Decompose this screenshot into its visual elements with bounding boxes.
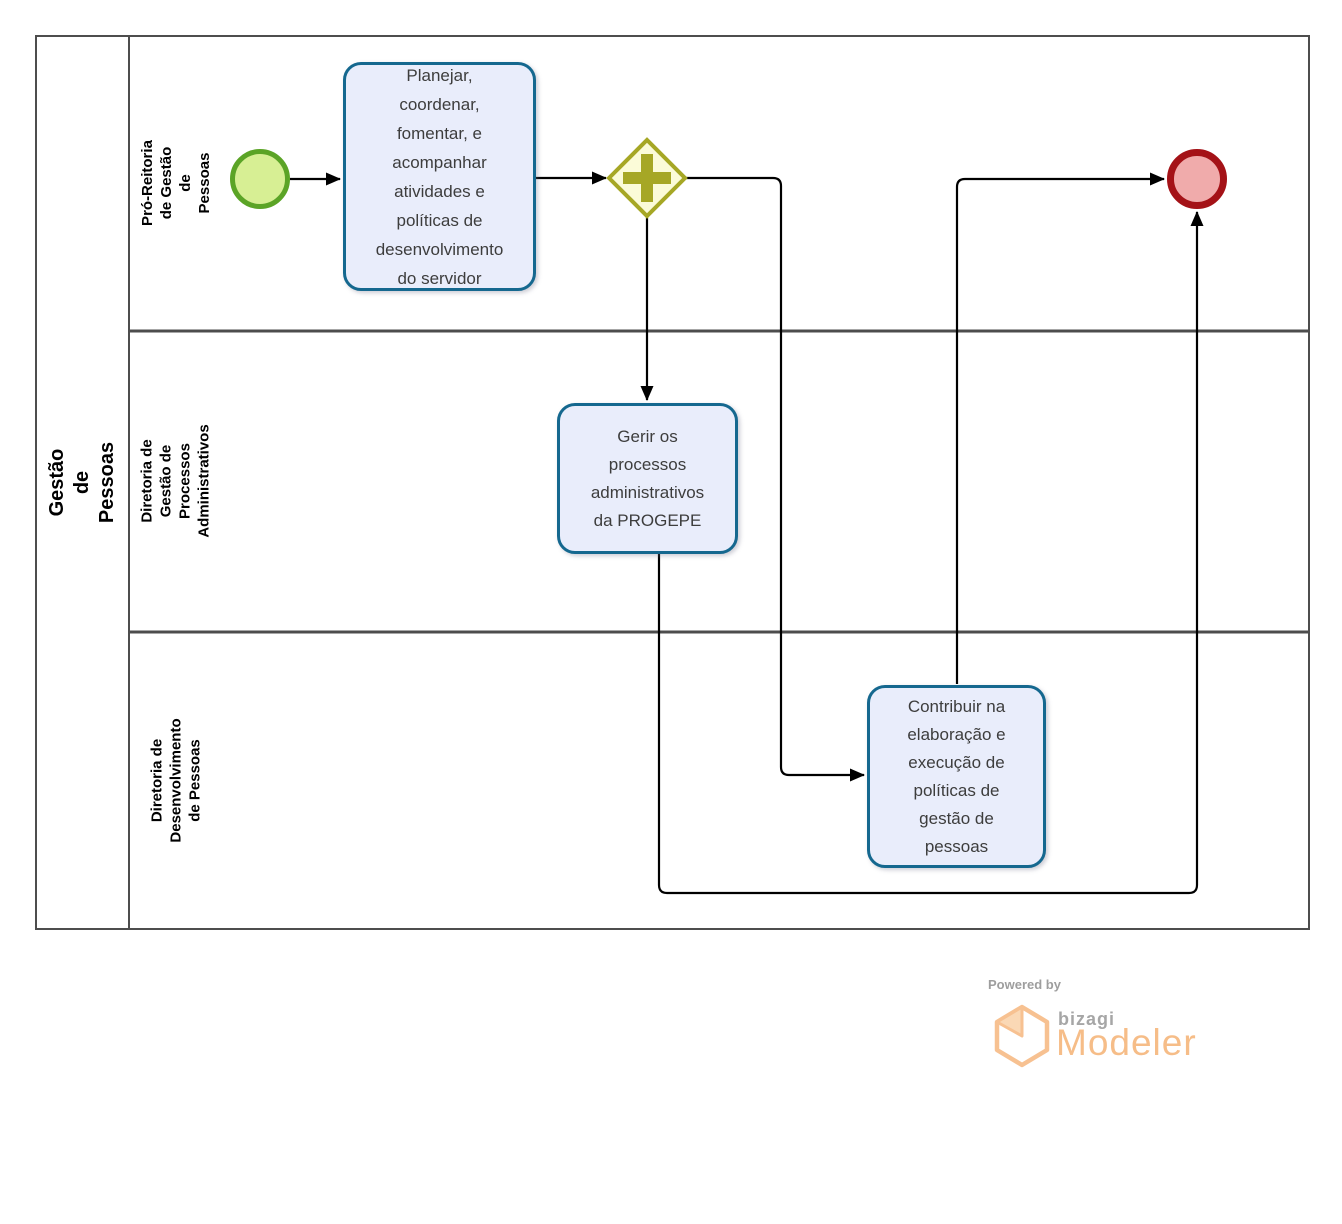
task-gerir[interactable]: Gerir os processos administrativos da PR… bbox=[557, 403, 738, 554]
flow-task-contribuir-to-end[interactable] bbox=[955, 172, 1165, 684]
bizagi-hexagon-icon bbox=[994, 1004, 1050, 1068]
parallel-gateway[interactable] bbox=[606, 137, 688, 219]
bizagi-wordmark: bizagi bbox=[1058, 1009, 1116, 1029]
task-planejar[interactable]: Planejar, coordenar, fomentar, e acompan… bbox=[343, 62, 536, 291]
task-contribuir[interactable]: Contribuir na elaboração e execução de p… bbox=[867, 685, 1046, 868]
modeler-wordmark: Modeler bbox=[1056, 1022, 1197, 1063]
start-event[interactable] bbox=[230, 149, 290, 209]
flow-task-gerir-to-end[interactable] bbox=[657, 211, 1204, 895]
powered-by-label: Powered by bbox=[988, 977, 1061, 992]
plus-icon bbox=[623, 154, 671, 202]
flow-gateway-to-task-contribuir[interactable] bbox=[686, 176, 865, 782]
end-event[interactable] bbox=[1167, 149, 1227, 209]
pool-title-separator bbox=[128, 35, 130, 930]
pool-gestao-de-pessoas bbox=[35, 35, 1310, 930]
